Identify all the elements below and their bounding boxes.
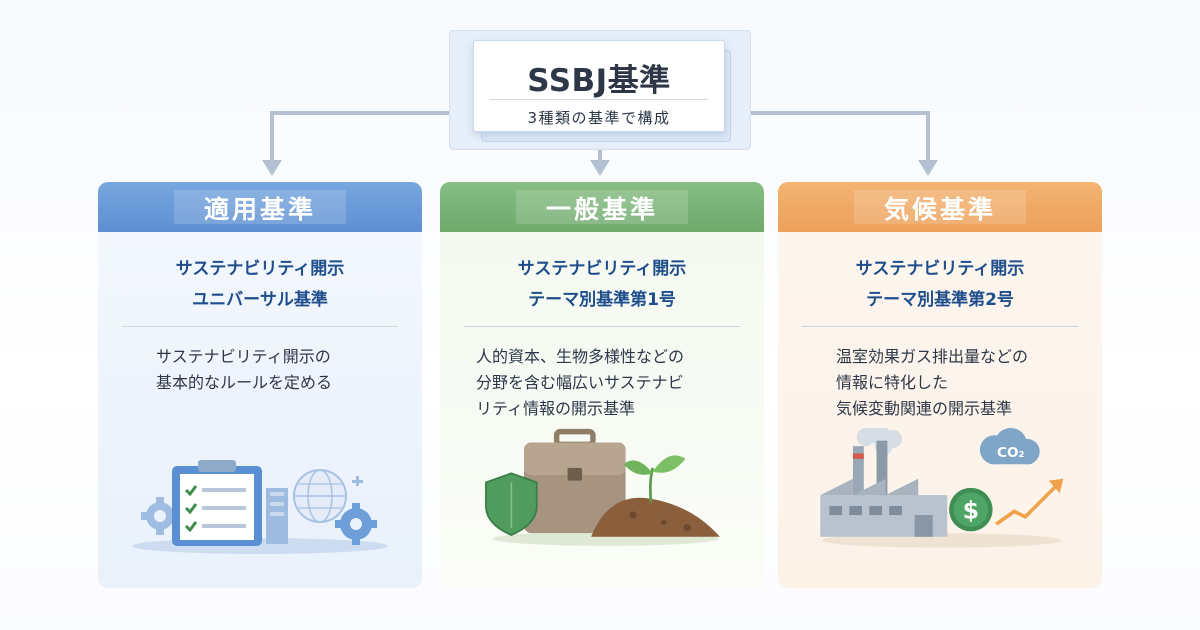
description-line: 基本的なルールを定める [156, 373, 333, 392]
description-line: リティ情報の開示基準 [476, 399, 636, 418]
card-body: サステナビリティ開示 テーマ別基準第2号 温室効果ガス排出量などの 情報に特化し… [778, 232, 1102, 588]
standard-name: サステナビリティ開示 ユニバーサル基準 [98, 254, 422, 316]
sparkle-icon [352, 476, 363, 486]
description-line: 人的資本、生物多様性などの [476, 347, 685, 366]
card-header: 適用基準 [98, 182, 422, 232]
root-title: SSBJ基準 [527, 63, 671, 99]
card-header-title: 適用基準 [203, 195, 316, 224]
dollar-coin-icon: $ [949, 487, 993, 532]
factory-icon [820, 440, 948, 537]
root-divider [490, 99, 708, 100]
card-header: 一般基準 [440, 182, 764, 232]
description-line: 気候変動関連の開示基準 [836, 399, 1013, 418]
card-general-standard: 一般基準 サステナビリティ開示 テーマ別基準第1号 人的資本、生物多様性などの … [440, 182, 764, 588]
check-icon [184, 485, 198, 533]
standard-name: サステナビリティ開示 テーマ別基準第2号 [778, 254, 1102, 316]
card-body: サステナビリティ開示 テーマ別基準第1号 人的資本、生物多様性などの 分野を含む… [440, 232, 764, 588]
connector-to-climate [740, 111, 930, 164]
briefcase-illustration [485, 428, 720, 546]
card-divider [802, 326, 1078, 327]
clipboard-icon [172, 460, 262, 546]
description-line: 分野を含む幅広いサステナビ [476, 373, 684, 392]
card-divider [464, 326, 740, 327]
co2-cloud-icon: CO₂ [979, 428, 1040, 465]
soil-mound [591, 497, 720, 537]
co2-label: CO₂ [997, 445, 1025, 461]
document-stack-icon [266, 488, 288, 544]
card-body: サステナビリティ開示 ユニバーサル基準 サステナビリティ開示の 基本的なルールを… [98, 232, 422, 588]
description-line: 温室効果ガス排出量などの [836, 347, 1029, 366]
standard-description: サステナビリティ開示の 基本的なルールを定める [156, 344, 332, 396]
card-header: 気候基準 [778, 182, 1102, 232]
standard-name-line: サステナビリティ開示 [517, 259, 687, 279]
briefcase-icon [524, 428, 626, 534]
arrowhead-general [590, 160, 610, 176]
root-node: SSBJ基準 3種類の基準で構成 [449, 30, 751, 150]
standard-name: サステナビリティ開示 テーマ別基準第1号 [440, 254, 764, 316]
growth-arrow-icon [995, 478, 1064, 526]
standard-description: 温室効果ガス排出量などの 情報に特化した 気候変動関連の開示基準 [836, 344, 1028, 422]
standard-name-line: テーマ別基準第2号 [866, 290, 1014, 310]
globe-icon [293, 469, 347, 523]
standard-name-line: ユニバーサル基準 [192, 290, 328, 310]
card-climate-standard: 気候基準 サステナビリティ開示 テーマ別基準第2号 温室効果ガス排出量などの 情… [778, 182, 1102, 588]
card-applicable-standard: 適用基準 サステナビリティ開示 ユニバーサル基準 サステナビリティ開示の 基本的… [98, 182, 422, 588]
header-chip [516, 190, 688, 224]
arrowhead-climate [918, 160, 938, 176]
connector-to-applicable [270, 111, 460, 164]
card-header-title: 気候基準 [883, 195, 996, 224]
shield-icon [485, 472, 538, 536]
header-chip [174, 190, 346, 224]
root-subtitle: 3種類の基準で構成 [527, 109, 671, 127]
clipboard-illustration [132, 460, 388, 554]
card-divider [122, 326, 398, 327]
header-chip [854, 190, 1026, 224]
gear-icon [335, 503, 377, 545]
gear-icon [141, 497, 179, 535]
standard-description: 人的資本、生物多様性などの 分野を含む幅広いサステナビ リティ情報の開示基準 [476, 344, 684, 422]
root-node-card: SSBJ基準 3種類の基準で構成 [473, 40, 725, 132]
standard-name-line: サステナビリティ開示 [175, 259, 345, 279]
description-line: サステナビリティ開示の [156, 347, 331, 366]
factory-illustration: CO₂ $ [820, 428, 1064, 548]
card-header-title: 一般基準 [545, 195, 658, 224]
dollar-symbol: $ [963, 497, 979, 525]
description-line: 情報に特化した [836, 373, 949, 392]
standard-name-line: サステナビリティ開示 [855, 259, 1025, 279]
arrowhead-applicable [262, 160, 282, 176]
sprout-icon [623, 455, 686, 503]
standard-name-line: テーマ別基準第1号 [528, 290, 676, 310]
